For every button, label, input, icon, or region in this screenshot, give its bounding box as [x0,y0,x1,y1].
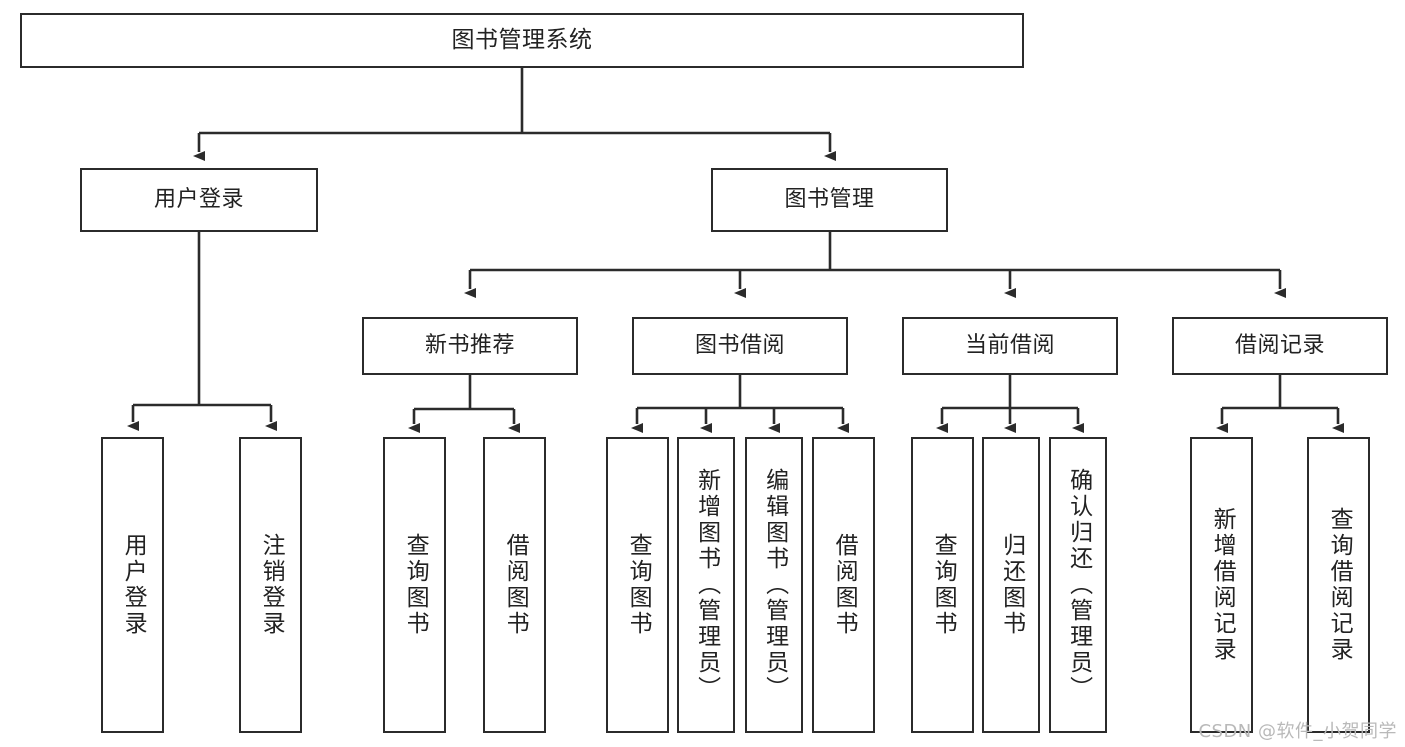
node-label: 借阅图书 [502,533,529,637]
node-label: 查询图书 [930,533,957,637]
node-label: 新增借阅记录 [1209,507,1236,663]
node-user-login[interactable]: 用户登录 [80,168,318,232]
node-label: 注销登录 [258,533,285,637]
node-label: 图书管理 [784,186,875,212]
leaf-user-login-login[interactable]: 用户登录 [101,437,164,733]
node-current-borrow[interactable]: 当前借阅 [902,317,1118,375]
node-label: 确认归还（管理员） [1065,468,1092,702]
leaf-current-confirm-return[interactable]: 确认归还（管理员） [1049,437,1107,733]
node-label: 查询图书 [625,533,652,637]
leaf-records-add-record[interactable]: 新增借阅记录 [1190,437,1253,733]
node-label: 用户登录 [153,186,244,212]
leaf-borrow-edit-book[interactable]: 编辑图书（管理员） [745,437,803,733]
node-label: 新书推荐 [424,332,515,358]
node-label: 用户登录 [120,533,147,637]
node-new-book-recommend[interactable]: 新书推荐 [362,317,578,375]
leaf-records-query-record[interactable]: 查询借阅记录 [1307,437,1370,733]
leaf-user-login-logout[interactable]: 注销登录 [239,437,302,733]
node-book-management[interactable]: 图书管理 [711,168,948,232]
leaf-borrow-borrow-book[interactable]: 借阅图书 [812,437,875,733]
node-label: 归还图书 [998,533,1025,637]
watermark-text: CSDN @软件_小贺同学 [1198,721,1397,742]
leaf-borrow-query-book[interactable]: 查询图书 [606,437,669,733]
node-book-borrow[interactable]: 图书借阅 [632,317,848,375]
node-borrow-records[interactable]: 借阅记录 [1172,317,1388,375]
node-label: 查询借阅记录 [1326,507,1353,663]
node-label: 当前借阅 [964,332,1055,358]
leaf-current-return-book[interactable]: 归还图书 [982,437,1040,733]
leaf-recommend-borrow-book[interactable]: 借阅图书 [483,437,546,733]
node-label: 编辑图书（管理员） [761,468,788,702]
leaf-recommend-query-book[interactable]: 查询图书 [383,437,446,733]
node-label: 新增图书（管理员） [693,468,720,702]
leaf-current-query-book[interactable]: 查询图书 [911,437,974,733]
node-label: 查询图书 [402,533,429,637]
node-label: 借阅图书 [831,533,858,637]
node-label: 图书借阅 [694,332,785,358]
node-label: 借阅记录 [1234,332,1325,358]
node-label: 图书管理系统 [451,26,593,53]
leaf-borrow-add-book[interactable]: 新增图书（管理员） [677,437,735,733]
node-root-system[interactable]: 图书管理系统 [20,13,1024,68]
